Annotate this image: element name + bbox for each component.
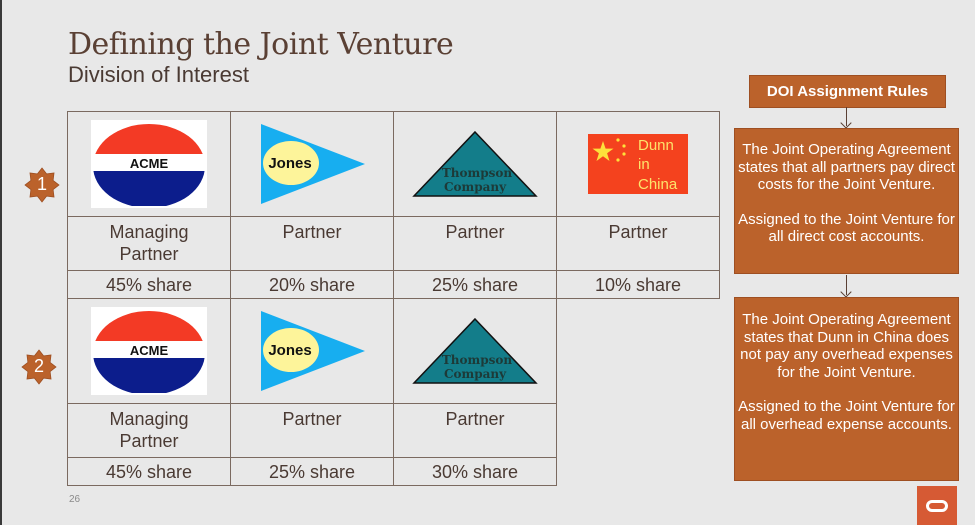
partner-role: Partner xyxy=(393,216,557,271)
acme-logo: ACME xyxy=(91,307,207,395)
svg-text:ACME: ACME xyxy=(130,343,169,358)
arrow-down-icon xyxy=(846,107,847,126)
jones-pennant-logo: Jones xyxy=(231,123,393,205)
partner-share: 45% share xyxy=(67,270,231,299)
badge-number: 1 xyxy=(36,174,47,194)
starburst-badge-icon: 2 xyxy=(21,349,57,385)
partner-role: Partner xyxy=(556,216,720,271)
rule-box-direct-costs: The Joint Operating Agreement states tha… xyxy=(734,128,959,274)
thompson-triangle-logo: Thompson Company xyxy=(394,317,556,385)
svg-text:Company: Company xyxy=(444,367,507,381)
partner-logo-cell: Thompson Company xyxy=(393,111,557,217)
svg-text:Jones: Jones xyxy=(268,342,311,359)
role-row: Managing Partner Partner Partner xyxy=(67,403,557,458)
badge-number: 2 xyxy=(33,356,44,376)
share-row: 45% share 20% share 25% share 10% share xyxy=(67,270,720,299)
svg-text:Thompson: Thompson xyxy=(442,353,513,367)
rule-assignment: Assigned to the Joint Venture for all di… xyxy=(738,210,955,246)
window-edge xyxy=(0,0,2,525)
partner-logo-cell: ACME xyxy=(67,111,231,217)
scenario-2-table: ACME Jones Thompson Company xyxy=(67,298,557,486)
share-row: 45% share 25% share 30% share xyxy=(67,457,557,486)
starburst-badge-icon: 1 xyxy=(24,167,60,203)
rules-title: DOI Assignment Rules xyxy=(749,75,946,108)
thompson-triangle-logo: Thompson Company xyxy=(394,130,556,198)
page-number: 26 xyxy=(69,494,81,505)
rule-assignment: Assigned to the Joint Venture for all ov… xyxy=(738,398,955,433)
svg-text:Jones: Jones xyxy=(268,155,311,172)
rule-box-overhead: The Joint Operating Agreement states tha… xyxy=(734,297,959,481)
china-flag-logo: Dunn in China xyxy=(557,134,719,194)
partner-logo-cell: Jones xyxy=(230,111,394,217)
rule-statement: The Joint Operating Agreement states tha… xyxy=(740,311,953,381)
partner-share: 10% share xyxy=(556,270,720,299)
partner-share: 20% share xyxy=(230,270,394,299)
partner-role: Managing Partner xyxy=(67,216,231,271)
role-row: Managing Partner Partner Partner Partner xyxy=(67,216,720,271)
svg-text:China: China xyxy=(638,176,678,193)
partner-role: Partner xyxy=(230,216,394,271)
partner-share: 30% share xyxy=(393,457,557,486)
logo-row: ACME Jones Thompson Company xyxy=(67,298,557,404)
svg-text:ACME: ACME xyxy=(130,156,169,171)
partner-share: 25% share xyxy=(393,270,557,299)
slide-subtitle: Division of Interest xyxy=(68,62,249,87)
jones-pennant-logo: Jones xyxy=(231,310,393,392)
rule-statement: The Joint Operating Agreement states tha… xyxy=(738,141,955,193)
partner-role: Managing Partner xyxy=(67,403,231,458)
partner-logo-cell: Thompson Company xyxy=(393,298,557,404)
slide-title: Defining the Joint Venture xyxy=(68,27,454,62)
svg-text:Dunn: Dunn xyxy=(638,137,674,154)
partner-logo-cell: Jones xyxy=(230,298,394,404)
svg-text:Thompson: Thompson xyxy=(442,166,513,180)
partner-logo-cell: Dunn in China xyxy=(556,111,720,217)
svg-text:Company: Company xyxy=(444,180,507,194)
acme-logo: ACME xyxy=(91,120,207,208)
partner-logo-cell: ACME xyxy=(67,298,231,404)
oracle-logo-icon xyxy=(917,486,957,525)
scenario-1-table: ACME Jones Thompson Company xyxy=(67,111,720,299)
svg-text:in: in xyxy=(638,156,650,173)
partner-role: Partner xyxy=(393,403,557,458)
partner-share: 45% share xyxy=(67,457,231,486)
partner-share: 25% share xyxy=(230,457,394,486)
arrow-down-icon xyxy=(846,275,847,295)
partner-role: Partner xyxy=(230,403,394,458)
logo-row: ACME Jones Thompson Company xyxy=(67,111,720,217)
